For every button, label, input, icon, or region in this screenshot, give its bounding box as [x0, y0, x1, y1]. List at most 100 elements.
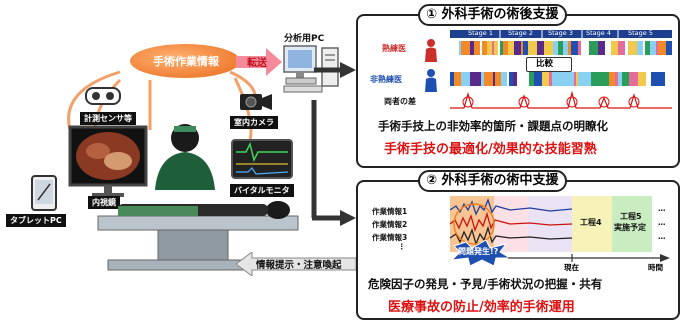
info-row-3: 作業情報3 [372, 233, 408, 242]
activity-segment [486, 72, 493, 86]
process5-label: 工程5 [620, 212, 642, 221]
stage-4-label: Stage 4 [586, 29, 611, 37]
postop-panel: ① 外科手術の術後支援 Stage 1 Stage 2 Stage 3 Stag… [356, 4, 680, 168]
info-row-2: 作業情報2 [372, 220, 408, 229]
left-scene: 手術作業情報 転送 分析用PC 計測センサ等 室内カメラ [6, 34, 356, 276]
endoscope-monitor-icon [68, 125, 148, 197]
activity-segment [494, 41, 498, 55]
waveforms [450, 198, 572, 247]
activity-segment [523, 41, 528, 55]
activity-segment [461, 41, 470, 55]
process-block-4 [572, 196, 612, 252]
activity-segment [495, 72, 501, 86]
activity-segment [554, 72, 556, 86]
activity-segment [615, 72, 618, 86]
activity-segment [503, 41, 508, 55]
compare-label: 比較 [536, 59, 554, 69]
process4-label: 工程4 [580, 218, 602, 227]
activity-segment [629, 72, 638, 86]
activity-segment [544, 41, 553, 55]
pc-icon [283, 45, 339, 93]
stage-header [450, 30, 672, 38]
activity-segment [529, 72, 534, 86]
time-label: 時間 [648, 263, 663, 272]
activity-segment [611, 41, 615, 55]
expert-label: 熟練医 [382, 44, 406, 53]
stage-5-label: Stage 5 [628, 29, 653, 37]
activity-segment [501, 72, 507, 86]
activity-segment [581, 41, 589, 55]
postop-line2: 手術手技の最適化/効果的な技能習熟 [384, 142, 597, 157]
activity-segment [589, 41, 598, 55]
camera-icon [240, 94, 272, 110]
now-label: 現在 [564, 263, 579, 272]
activity-segment [599, 72, 601, 86]
activity-segment [493, 72, 495, 86]
activity-segment [622, 72, 629, 86]
expert-person-icon [425, 39, 437, 62]
activity-segment [513, 72, 517, 86]
work-info-bubble [130, 44, 240, 78]
stage-3-label: Stage 3 [548, 29, 573, 37]
activity-segment [583, 72, 591, 86]
activity-segment [484, 72, 486, 86]
activity-segment [549, 72, 552, 86]
activity-segment [556, 72, 565, 86]
activity-segment [591, 72, 599, 86]
intraop-title: ② 外科手術の術中支援 [418, 170, 567, 192]
vital-monitor-icon [231, 139, 293, 179]
sensor-label: 計測センサ等 [80, 112, 136, 125]
activity-segment [509, 72, 513, 86]
dots-right-2: … [658, 218, 666, 227]
camera-label: 室内カメラ [230, 116, 278, 129]
activity-segment [666, 41, 672, 55]
activity-segment [475, 72, 481, 86]
process5-sub-label: 実施予定 [614, 223, 646, 232]
activity-segment [470, 72, 475, 86]
tablet-label: タブレットPC [6, 214, 66, 227]
activity-segment [534, 72, 542, 86]
activity-segment [651, 72, 660, 86]
activity-segment [517, 72, 523, 86]
activity-segment [487, 41, 492, 55]
activity-segment [498, 41, 500, 55]
stage-2-label: Stage 2 [508, 29, 533, 37]
dots-right-1: … [658, 204, 666, 213]
novice-timeline [450, 72, 672, 86]
activity-segment [571, 41, 578, 55]
diff-graph [450, 90, 672, 109]
activity-segment [474, 41, 480, 55]
activity-segment [565, 72, 574, 86]
activity-segment [656, 41, 658, 55]
activity-segment [609, 72, 615, 86]
operating-table [97, 201, 299, 271]
activity-segment [507, 72, 509, 86]
stage-1-label: Stage 1 [468, 29, 493, 37]
novice-label: 非熟練医 [370, 75, 402, 84]
compare-badge [526, 57, 572, 72]
activity-segment [645, 41, 650, 55]
activity-segment [528, 41, 537, 55]
activity-segment [482, 41, 487, 55]
activity-segment [459, 41, 461, 55]
activity-segment [514, 41, 521, 55]
activity-segment [658, 41, 666, 55]
activity-segment [558, 41, 563, 55]
activity-segment [500, 41, 503, 55]
activity-segment [650, 41, 656, 55]
activity-segment [521, 41, 523, 55]
notice-label: 情報提示・注意喚起 [256, 260, 342, 271]
activity-segment [667, 72, 671, 86]
activity-segment [470, 41, 474, 55]
activity-segment [450, 41, 459, 55]
activity-segment [598, 41, 605, 55]
activity-segment [553, 41, 558, 55]
activity-segment [601, 72, 609, 86]
pc-connectors [311, 62, 356, 226]
activity-segment [578, 41, 581, 55]
activity-segment [628, 41, 637, 55]
intraop-line2: 医療事故の防止/効率的手術運用 [388, 300, 575, 315]
tablet-icon [31, 175, 57, 211]
info-ellipsis: ⋮ [398, 242, 406, 251]
activity-segment [671, 72, 672, 86]
